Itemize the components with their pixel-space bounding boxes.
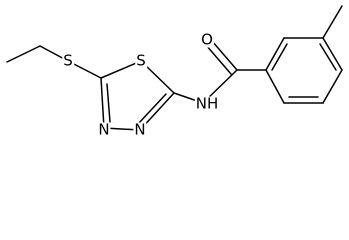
atom-nh: NH	[194, 94, 220, 113]
bond-benzene-4	[322, 37, 343, 71]
bond-n4-c5	[100, 77, 105, 129]
atom-n-ring-1: N	[97, 120, 111, 139]
bond-benzene-3	[322, 69, 343, 104]
bond-c5-s1	[100, 60, 142, 79]
bond-benzene-6	[265, 37, 285, 71]
bond-layer	[6, 5, 343, 131]
bond-ch3-ch2	[6, 45, 41, 63]
bond-benzene-inner-3	[271, 43, 288, 71]
atom-n-ring-2: N	[133, 120, 147, 139]
bond-ring-methyl	[322, 5, 343, 39]
bond-benzene-inner-2	[319, 43, 337, 71]
chemical-structure: S S N N NH O	[6, 5, 343, 139]
bond-co-o	[211, 40, 238, 71]
bond-c2-n3-double	[137, 93, 167, 125]
bond-co-o-double	[205, 44, 232, 75]
bond-benzene-1	[265, 69, 285, 104]
atom-s-thioether: S	[62, 51, 74, 70]
atom-o: O	[200, 30, 214, 49]
bond-n4-c5-double	[106, 83, 111, 123]
atom-s-ring: S	[135, 51, 147, 70]
